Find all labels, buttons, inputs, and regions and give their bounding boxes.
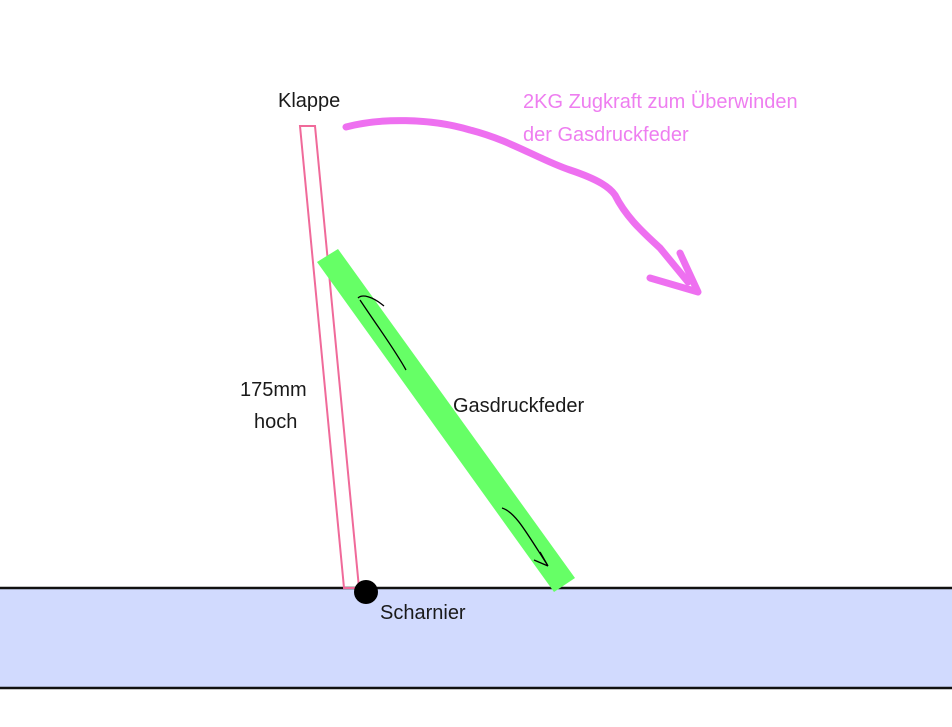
force-label-line2: der Gasdruckfeder xyxy=(523,124,689,146)
height-label-line1: 175mm xyxy=(240,379,307,401)
hinge-icon xyxy=(354,580,378,604)
extend-arrow-down-icon xyxy=(501,507,549,567)
height-label-line2: hoch xyxy=(254,411,298,433)
base-plate xyxy=(0,586,952,690)
hinge-label: Scharnier xyxy=(380,602,466,624)
gas-spring-bar xyxy=(317,249,575,592)
force-arrow-icon xyxy=(342,117,692,286)
flap-outline xyxy=(298,125,361,589)
gas-spring-label: Gasdruckfeder xyxy=(453,395,585,417)
force-label-line1: 2KG Zugkraft zum Überwinden xyxy=(523,91,798,113)
flap-label: Klappe xyxy=(278,90,341,112)
force-arrowhead-icon xyxy=(646,249,702,296)
extend-arrow-up-icon xyxy=(357,295,407,371)
